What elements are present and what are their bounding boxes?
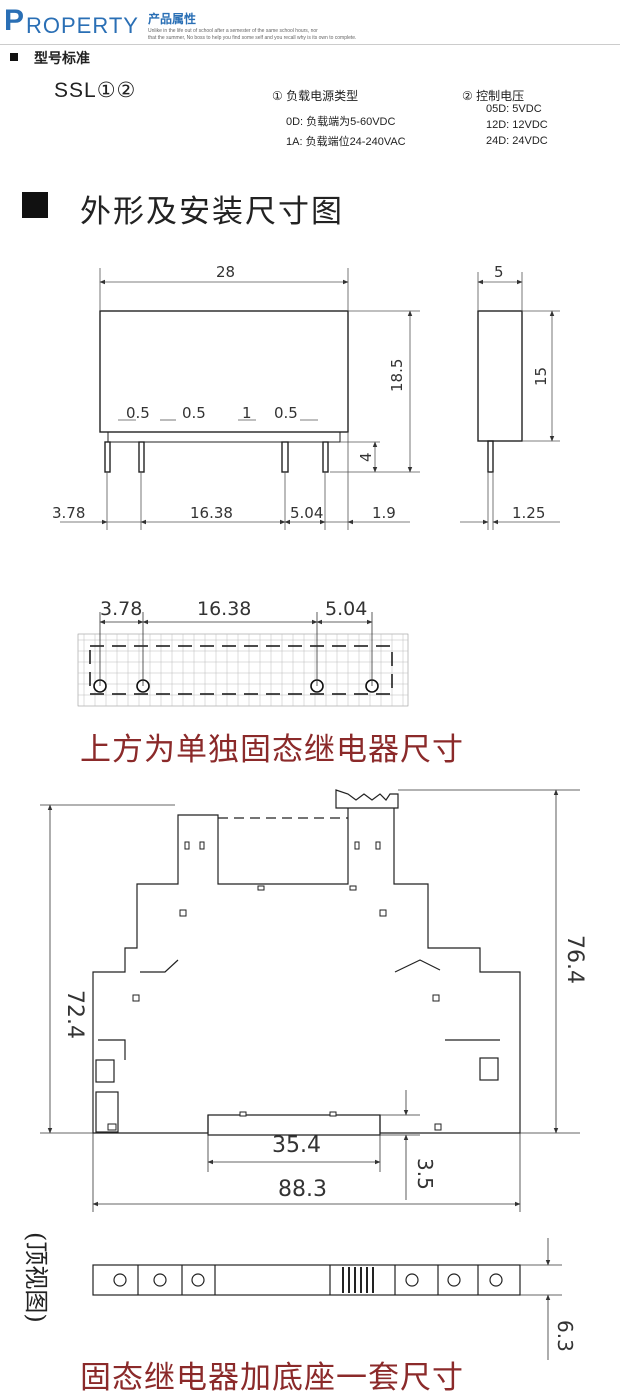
caption-socket: 固态继电器加底座一套尺寸 xyxy=(80,1360,464,1396)
load-type-1a: 1A: 负载端位24-240VAC xyxy=(286,136,406,148)
control-voltage-24d: 24D: 24VDC xyxy=(486,135,548,147)
pitch-label: 5.04 xyxy=(290,504,323,522)
header-subtitle-2: that the summer, No boss to help you fin… xyxy=(148,35,357,41)
rail-height-label: 3.5 xyxy=(413,1158,437,1190)
relay-pin xyxy=(104,441,111,473)
logo-text: ROPERTY xyxy=(26,13,139,38)
section-square-icon xyxy=(22,192,48,218)
pitch-label: 1.9 xyxy=(372,504,396,522)
dimensions-section-title: 外形及安装尺寸图 xyxy=(80,194,344,229)
terminal-screw-icon xyxy=(489,1273,503,1287)
relay-height-label: 18.5 xyxy=(388,359,406,392)
model-code: SSL①② xyxy=(54,79,137,102)
socket-front-view xyxy=(92,789,521,1136)
top-view-label: (顶视图) xyxy=(22,1232,50,1323)
top-view-thickness-label: 6.3 xyxy=(553,1320,577,1352)
relay-pin xyxy=(281,441,289,473)
relay-body xyxy=(99,310,349,433)
relay-front-view xyxy=(99,310,349,473)
terminal-screw-icon xyxy=(153,1273,167,1287)
pitch-label: 3.78 xyxy=(52,504,85,522)
relay-pin xyxy=(322,441,329,473)
pitch-label: 16.38 xyxy=(190,504,233,522)
control-voltage-12d: 12D: 12VDC xyxy=(486,119,548,131)
pin-width-label: 1 xyxy=(242,404,252,422)
logo-initial: P xyxy=(4,4,25,37)
pin-length-label: 4 xyxy=(357,452,375,462)
terminal-screw-icon xyxy=(191,1273,205,1287)
relay-pin xyxy=(138,441,145,473)
socket-top-view xyxy=(92,1264,521,1296)
pcb-pitch-label: 5.04 xyxy=(325,598,367,620)
load-type-0d: 0D: 负载端为5-60VDC xyxy=(286,116,396,128)
terminal-screw-icon xyxy=(113,1273,127,1287)
caption-relay: 上方为单独固态继电器尺寸 xyxy=(80,732,464,768)
bullet-square-icon xyxy=(10,53,18,61)
relay-dimension-lines xyxy=(60,268,420,530)
socket-height-right-label: 76.4 xyxy=(562,935,587,984)
header-title: 产品属性 xyxy=(148,12,197,26)
pcb-pitch-label: 16.38 xyxy=(197,598,251,620)
total-width-label: 88.3 xyxy=(278,1177,327,1202)
pin-width-label: 0.5 xyxy=(274,404,298,422)
side-pin-offset-label: 1.25 xyxy=(512,504,545,522)
pin-width-label: 0.5 xyxy=(182,404,206,422)
relay-dimension-labels: 28 0.5 0.5 1 0.5 3.78 16.38 5.04 1.9 18.… xyxy=(52,263,406,522)
header-divider xyxy=(0,44,620,45)
control-voltage-05d: 05D: 5VDC xyxy=(486,103,542,115)
socket-height-left-label: 72.4 xyxy=(62,990,87,1039)
pcb-pitch-label: 3.78 xyxy=(100,598,142,620)
top-view-ribs xyxy=(342,1267,374,1293)
terminal-screw-icon xyxy=(447,1273,461,1287)
model-section-title: 型号标准 xyxy=(34,50,90,66)
load-type-heading: ① 负载电源类型 xyxy=(272,89,359,103)
control-voltage-heading: ② 控制电压 xyxy=(462,89,525,103)
terminal-screw-icon xyxy=(405,1273,419,1287)
rail-width-label: 35.4 xyxy=(272,1133,321,1158)
relay-width-label: 28 xyxy=(216,263,235,281)
side-width-label: 5 xyxy=(494,263,504,281)
pcb-footprint xyxy=(77,633,409,707)
relay-side-view xyxy=(477,310,523,473)
side-height-label: 15 xyxy=(532,367,550,386)
pin-width-label: 0.5 xyxy=(126,404,150,422)
header-subtitle-1: Unlike in the life out of school after a… xyxy=(148,28,318,34)
